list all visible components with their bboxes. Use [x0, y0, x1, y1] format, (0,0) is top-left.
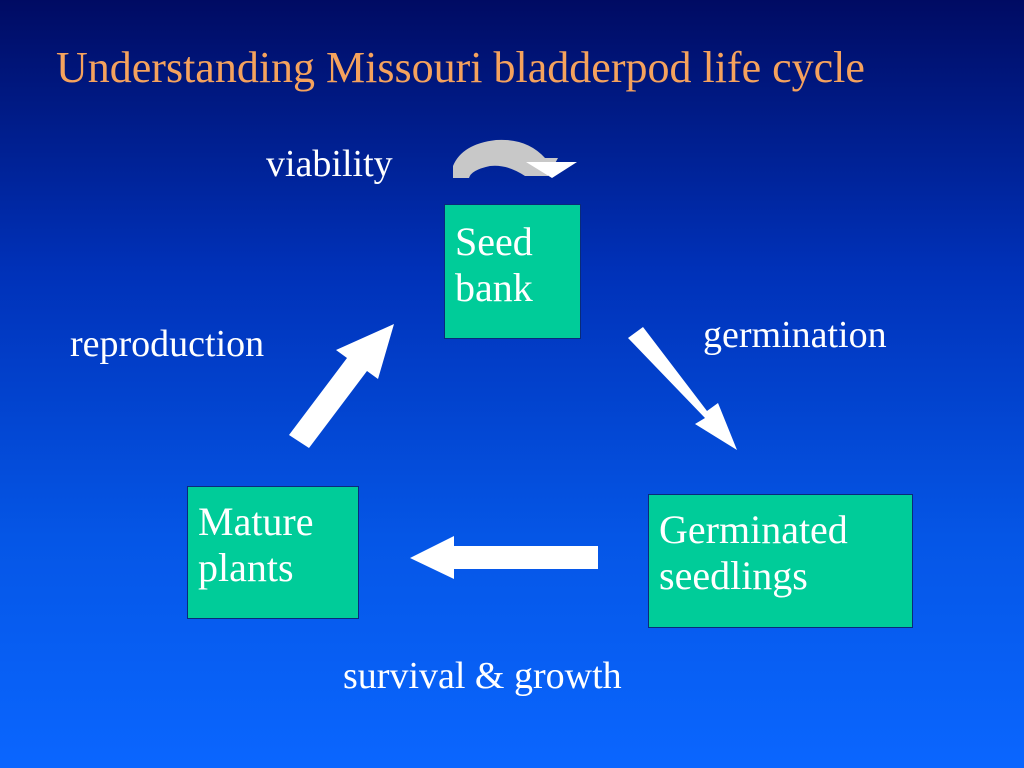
reproduction-label: reproduction — [70, 323, 265, 365]
mature-plants-box: Mature plants — [187, 486, 359, 619]
seed-bank-line2: bank — [455, 265, 533, 310]
germinated-seedlings-box: Germinated seedlings — [648, 494, 913, 628]
viability-label: viability — [266, 143, 393, 185]
germinated-seedlings-line2: seedlings — [659, 553, 808, 598]
germination-label: germination — [703, 314, 887, 356]
germination-arrow — [628, 327, 737, 450]
seed-bank-box: Seed bank — [444, 204, 581, 339]
reproduction-arrow — [289, 324, 394, 448]
slide-title: Understanding Missouri bladderpod life c… — [56, 43, 865, 92]
survival-growth-label: survival & growth — [343, 655, 622, 697]
viability-loop-arrow — [453, 139, 558, 178]
seed-bank-line1: Seed — [455, 219, 533, 264]
viability-arrowhead — [526, 162, 577, 178]
survival-growth-arrow — [410, 536, 598, 579]
mature-plants-line2: plants — [198, 545, 294, 590]
mature-plants-line1: Mature — [198, 499, 314, 544]
germinated-seedlings-line1: Germinated — [659, 507, 848, 552]
